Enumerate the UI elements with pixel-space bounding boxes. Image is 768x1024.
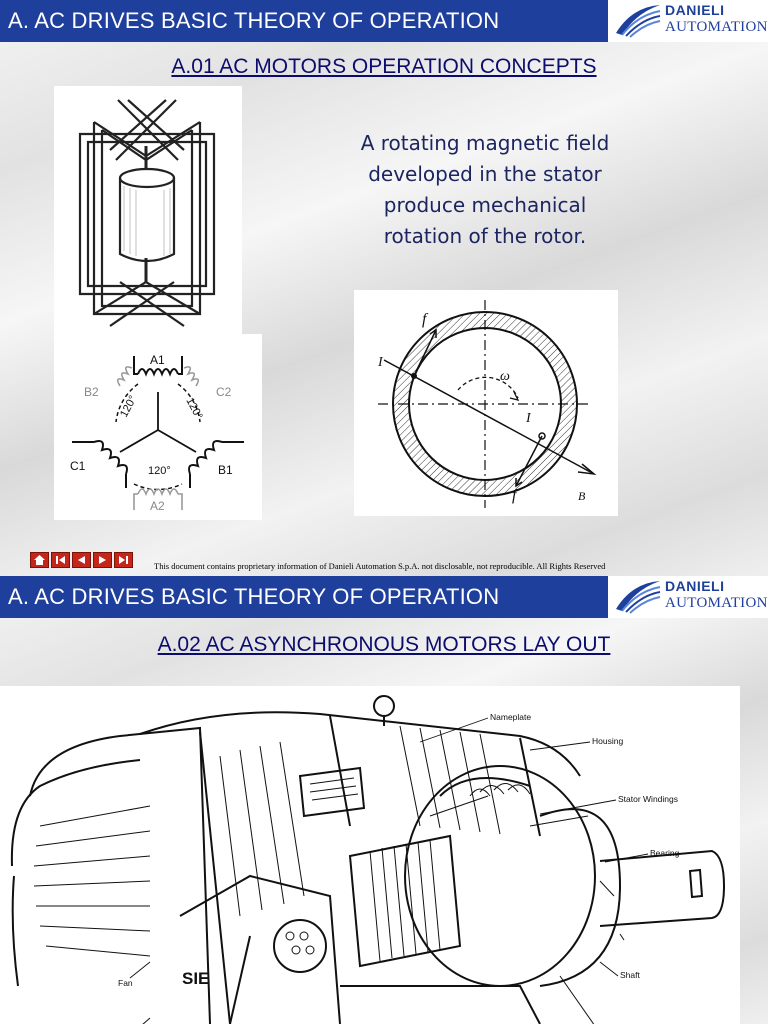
label-omega: ω (500, 369, 510, 384)
last-icon (119, 556, 128, 564)
next-slide-button[interactable] (93, 552, 112, 568)
winding-diagram-illustration: A1 A2 B2 C2 C1 B1 120° 120° 120° (70, 353, 244, 513)
label-b-vector: B (578, 489, 586, 503)
slide-2-title: A.02 AC ASYNCHRONOUS MOTORS LAY OUT (157, 633, 611, 656)
callout-nameplate: Nameplate (490, 712, 531, 722)
description-line: produce mechanical (383, 193, 587, 217)
rotating-field-description: A rotating magnetic field developed in t… (330, 128, 640, 252)
label-a2: A2 (150, 499, 165, 513)
first-slide-button[interactable] (51, 552, 70, 568)
three-phase-winding-diagram: A1 A2 B2 C2 C1 B1 120° 120° 120° (54, 334, 262, 520)
slide-1: A. AC DRIVES BASIC THEORY OF OPERATION D… (0, 0, 768, 576)
logo-text-automation: AUTOMATION (665, 19, 768, 35)
angle-label-left: 120° (118, 394, 139, 420)
slide-header: A. AC DRIVES BASIC THEORY OF OPERATION D… (0, 0, 768, 42)
danieli-logo: DANIELI AUTOMATION (608, 0, 768, 42)
first-icon (56, 556, 65, 564)
slide-1-title: A.01 AC MOTORS OPERATION CONCEPTS (171, 55, 597, 78)
motor-cutaway-drawing: Nameplate Housing Stator Windings Bearin… (0, 686, 740, 1024)
slide-2: A. AC DRIVES BASIC THEORY OF OPERATION D… (0, 576, 768, 1024)
callout-fan: Fan (118, 978, 133, 988)
danieli-swoosh-icon (616, 581, 661, 614)
label-b2: B2 (84, 385, 99, 399)
danieli-swoosh-icon (616, 5, 661, 38)
slide-header: A. AC DRIVES BASIC THEORY OF OPERATION D… (0, 576, 768, 618)
header-title: A. AC DRIVES BASIC THEORY OF OPERATION (8, 584, 500, 609)
last-slide-button[interactable] (114, 552, 133, 568)
callout-shaft: Shaft (620, 970, 640, 980)
proprietary-notice: This document contains proprietary infor… (154, 561, 606, 571)
label-a1: A1 (150, 353, 165, 367)
logo-text-danieli: DANIELI (665, 578, 725, 594)
angle-label-bottom: 120° (148, 465, 171, 477)
label-i-right: I (525, 411, 532, 426)
home-icon (34, 555, 45, 565)
logo-text-danieli: DANIELI (665, 2, 725, 18)
description-line: developed in the stator (368, 162, 602, 186)
header-title: A. AC DRIVES BASIC THEORY OF OPERATION (8, 8, 500, 33)
callout-bearing: Bearing (650, 848, 680, 858)
callout-housing: Housing (592, 736, 623, 746)
previous-slide-button[interactable] (72, 552, 91, 568)
brand-lettering: SIE (182, 969, 209, 988)
danieli-logo: DANIELI AUTOMATION (608, 576, 768, 618)
label-c2: C2 (216, 385, 232, 399)
description-line: rotation of the rotor. (383, 224, 587, 248)
logo-text-automation: AUTOMATION (665, 595, 768, 611)
label-c1: C1 (70, 459, 86, 473)
stator-frame-drawing (54, 86, 242, 334)
rotor-field-diagram: f f I I ω B (354, 290, 618, 516)
prev-icon (78, 556, 85, 564)
description-line: A rotating magnetic field (360, 131, 610, 155)
label-f-top: f (422, 311, 429, 328)
label-i-left: I (377, 355, 384, 370)
rotor-field-illustration: f f I I ω B (377, 300, 597, 508)
motor-cutaway-illustration: Nameplate Housing Stator Windings Bearin… (10, 695, 726, 1024)
callout-stator-windings: Stator Windings (618, 794, 678, 804)
stator-frame-illustration (78, 99, 216, 327)
label-f-bottom: f (512, 487, 519, 504)
home-button[interactable] (30, 552, 49, 568)
angle-label-right: 120° (183, 396, 204, 422)
next-icon (99, 556, 106, 564)
label-b1: B1 (218, 463, 233, 477)
